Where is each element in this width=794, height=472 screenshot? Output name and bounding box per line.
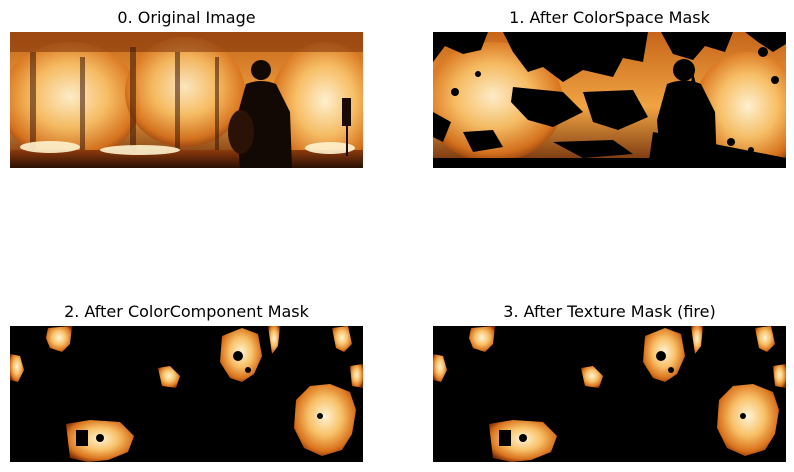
figure-silhouette — [228, 60, 292, 168]
colorspace-mask-image — [433, 32, 786, 168]
original-image-panel — [10, 32, 363, 168]
colorcomponent-mask-panel — [10, 326, 363, 462]
colorspace-mask-panel — [433, 32, 786, 168]
panel-title-colorspace: 1. After ColorSpace Mask — [509, 8, 710, 27]
panel-title-texture: 3. After Texture Mask (fire) — [503, 302, 716, 321]
texture-mask-image — [433, 326, 786, 462]
colorcomponent-mask-image — [10, 326, 363, 462]
panel-title-colorcomponent: 2. After ColorComponent Mask — [64, 302, 309, 321]
panel-title-original: 0. Original Image — [117, 8, 256, 27]
texture-mask-panel — [433, 326, 786, 462]
original-fire-image — [10, 32, 363, 168]
